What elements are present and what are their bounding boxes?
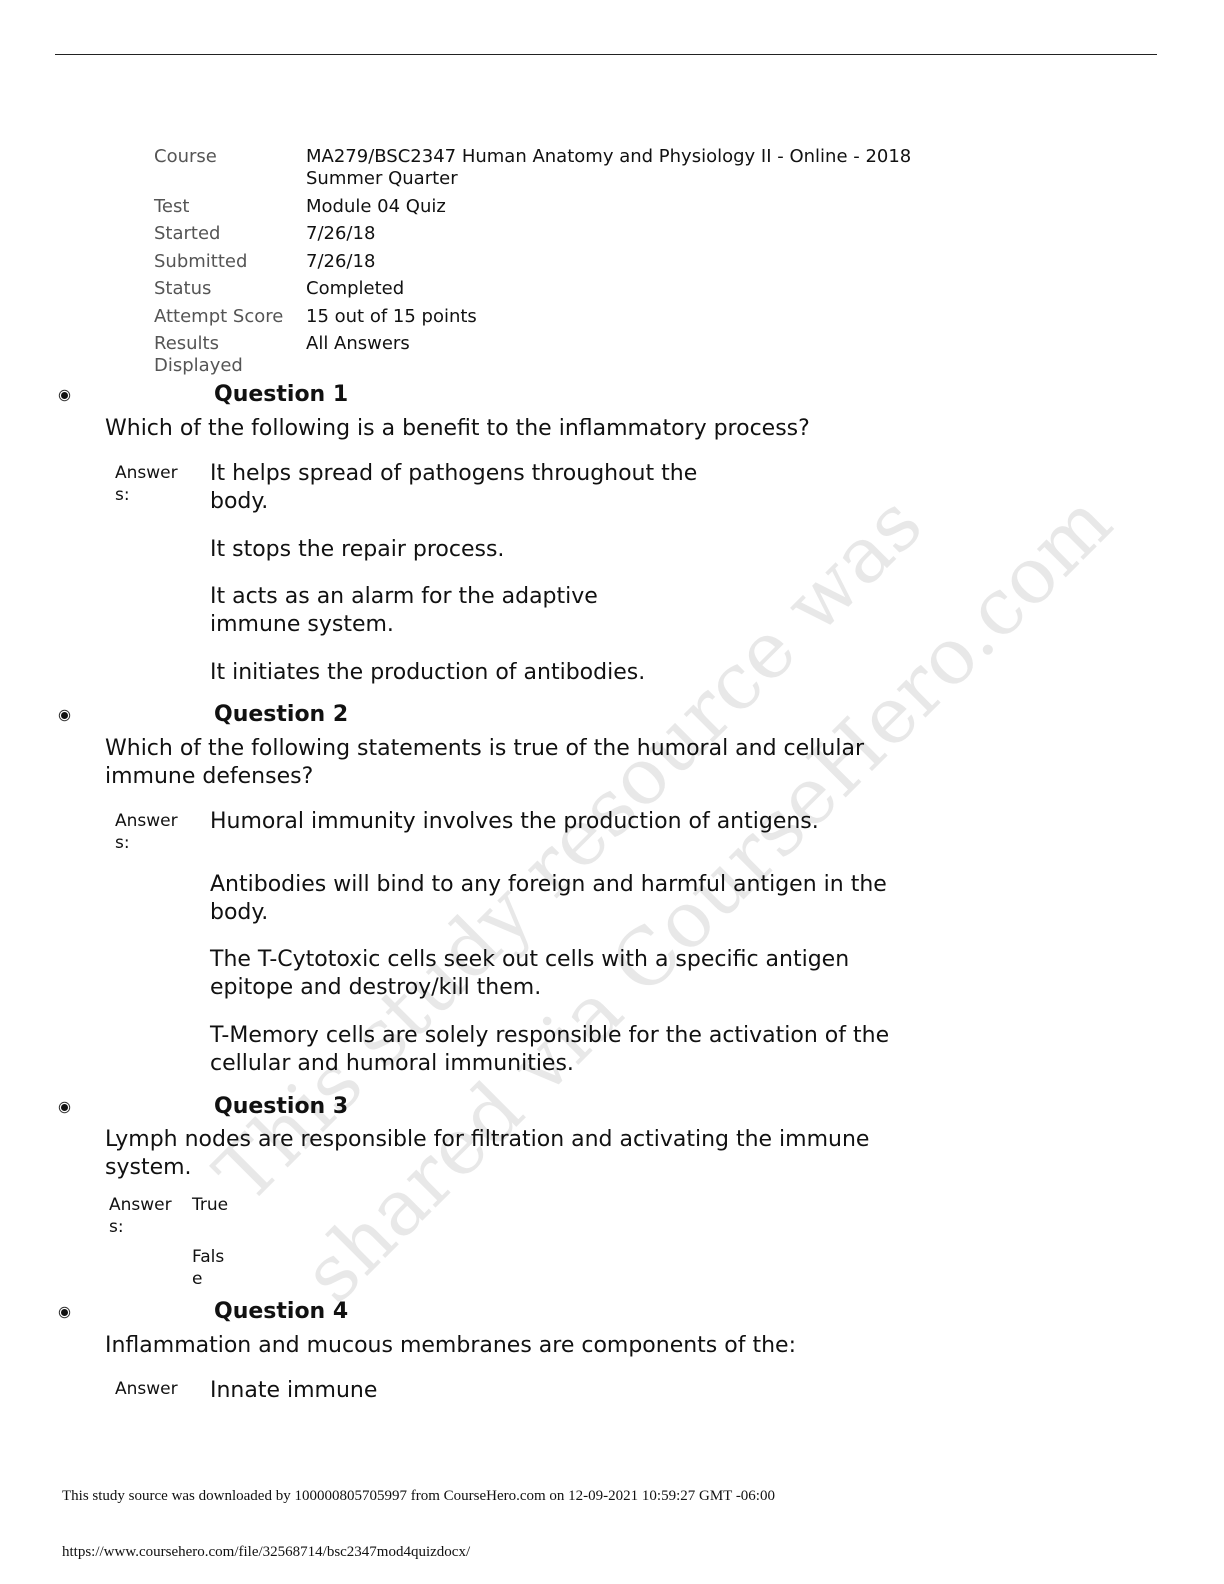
- meta-label: Submitted: [154, 250, 248, 272]
- answer-option: It initiates the production of antibodie…: [210, 660, 646, 685]
- meta-value: 7/26/18: [306, 250, 376, 272]
- bullet-icon: [58, 389, 70, 401]
- meta-row-attempt-score: Attempt Score 15 out of 15 points: [154, 306, 986, 334]
- answer-option: It acts as an alarm for the adaptive imm…: [210, 584, 598, 637]
- meta-value: 15 out of 15 points: [306, 305, 477, 327]
- attempt-details-table: Course MA279/BSC2347 Human Anatomy and P…: [154, 146, 986, 383]
- answer-option: True: [192, 1195, 229, 1215]
- question-title: Question 1: [214, 382, 349, 407]
- answer-option: Innate immune: [210, 1378, 378, 1403]
- answer-option: It helps spread of pathogens throughout …: [210, 461, 698, 514]
- answers-label: Answers:: [109, 1195, 172, 1237]
- top-rule: [55, 54, 1157, 55]
- meta-label: Status: [154, 278, 212, 299]
- question-title: Question 2: [214, 702, 349, 727]
- answer-option: The T-Cytotoxic cells seek out cells wit…: [210, 947, 850, 1000]
- question-text: Inflammation and mucous membranes are co…: [105, 1333, 796, 1358]
- meta-row-results-displayed: Results Displayed All Answers: [154, 333, 986, 383]
- source-url[interactable]: https://www.coursehero.com/file/32568714…: [62, 1544, 471, 1560]
- question-text: Lymph nodes are responsible for filtrati…: [105, 1127, 870, 1180]
- meta-value: MA279/BSC2347 Human Anatomy and Physiolo…: [306, 146, 912, 189]
- meta-row-started: Started 7/26/18: [154, 223, 986, 251]
- answers-label: Answer: [115, 1379, 178, 1399]
- answer-option: Humoral immunity involves the production…: [210, 809, 819, 834]
- download-notice: This study source was downloaded by 1000…: [62, 1488, 775, 1504]
- meta-row-test: Test Module 04 Quiz: [154, 196, 986, 224]
- question-text: Which of the following statements is tru…: [105, 736, 864, 789]
- answer-option: It stops the repair process.: [210, 537, 505, 562]
- answer-option: False: [192, 1247, 225, 1289]
- meta-value: 7/26/18: [306, 223, 376, 244]
- meta-label: Results Displayed: [154, 333, 243, 376]
- answers-label: Answers:: [115, 463, 178, 505]
- meta-value: Module 04 Quiz: [306, 195, 446, 217]
- meta-row-submitted: Submitted 7/26/18: [154, 251, 986, 279]
- meta-label: Test: [154, 195, 190, 217]
- answer-option: Antibodies will bind to any foreign and …: [210, 872, 887, 925]
- meta-row-course: Course MA279/BSC2347 Human Anatomy and P…: [154, 146, 986, 196]
- bullet-icon: [58, 1306, 70, 1318]
- question-text: Which of the following is a benefit to t…: [105, 416, 810, 441]
- meta-value: Completed: [306, 278, 405, 299]
- bullet-icon: [58, 709, 70, 721]
- meta-row-status: Status Completed: [154, 278, 986, 306]
- bullet-icon: [58, 1101, 70, 1113]
- meta-value: All Answers: [306, 333, 410, 354]
- meta-label: Course: [154, 146, 217, 167]
- question-title: Question 4: [214, 1299, 349, 1324]
- answer-option: T-Memory cells are solely responsible fo…: [210, 1023, 890, 1076]
- answers-label: Answers:: [115, 811, 178, 853]
- question-title: Question 3: [214, 1094, 349, 1119]
- meta-label: Started: [154, 223, 221, 244]
- meta-label: Attempt Score: [154, 305, 284, 327]
